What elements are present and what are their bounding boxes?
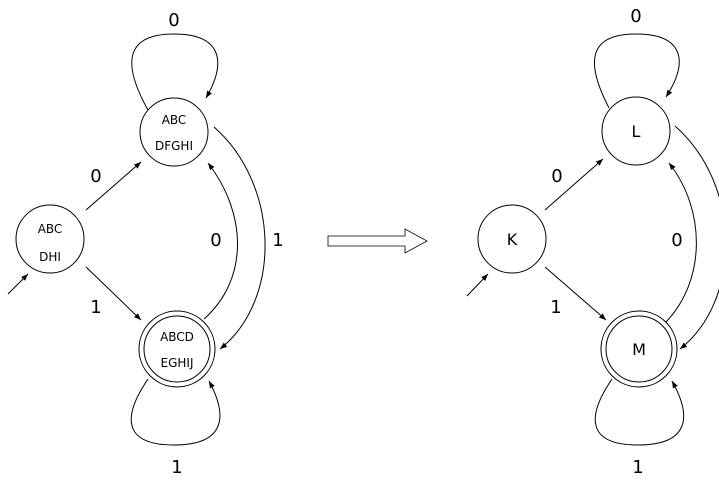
state-label: M [632,340,646,359]
state-circle [601,96,671,166]
left-state-s2: ABCD EGHIJ [138,310,216,388]
left-edge-label-s2-loop: 1 [171,457,182,478]
right-edge-label-k-m: 1 [550,297,561,318]
state-circle-inner [605,315,673,383]
state-label-line1: ABC [162,113,187,127]
state-circle [477,204,547,274]
right-start-arrow [466,273,489,297]
left-loop-s2 [130,378,221,446]
state-label-line2: DFGHI [155,139,193,153]
right-loop-m [594,378,685,446]
left-edge-s0-s1 [85,161,142,211]
right-edge-k-l [544,158,604,211]
state-circle [139,97,209,167]
state-label: K [507,230,518,249]
left-dfa: ABC DHI ABC DFGHI ABCD EGHIJ 0 1 0 1 0 1 [7,10,284,478]
state-label-line2: DHI [39,250,61,264]
state-label-line1: ABCD [160,330,194,344]
state-label-line1: ABC [38,222,63,236]
right-edge-label-k-l: 0 [551,166,562,187]
right-edge-l-m-outer [674,125,719,350]
right-edge-label-m-loop: 1 [632,457,643,478]
left-edge-label-s1-s2: 1 [272,230,283,251]
right-edge-m-l-inner [665,162,697,323]
state-circle-inner [143,315,211,383]
left-edge-s0-s2 [85,266,142,321]
right-edge-k-m [544,266,607,321]
left-edge-label-s0-s2: 1 [90,297,101,318]
state-circle [15,204,85,274]
left-state-s0: ABC DHI [15,204,85,274]
left-loop-s1 [131,33,219,111]
left-edge-label-s2-s1: 0 [210,230,221,251]
left-edge-label-s1-loop: 0 [168,10,179,31]
right-loop-l [594,33,680,109]
right-dfa: K L M 0 1 0 1 0 [466,6,719,478]
left-edge-s1-s2 [213,126,266,350]
left-edge-s2-s1 [203,162,238,320]
right-edge-label-l-loop: 0 [630,6,641,27]
transform-arrow-icon [327,228,428,254]
right-state-k: K [477,204,547,274]
left-edge-label-s0-s1: 0 [90,166,101,187]
left-start-arrow [7,273,29,295]
right-edge-label-m-l: 0 [671,230,682,251]
right-state-m: M [600,310,678,388]
right-state-l: L [601,96,671,166]
left-state-s1: ABC DFGHI [139,97,209,167]
state-label-line2: EGHIJ [161,356,194,370]
state-label: L [632,122,641,141]
